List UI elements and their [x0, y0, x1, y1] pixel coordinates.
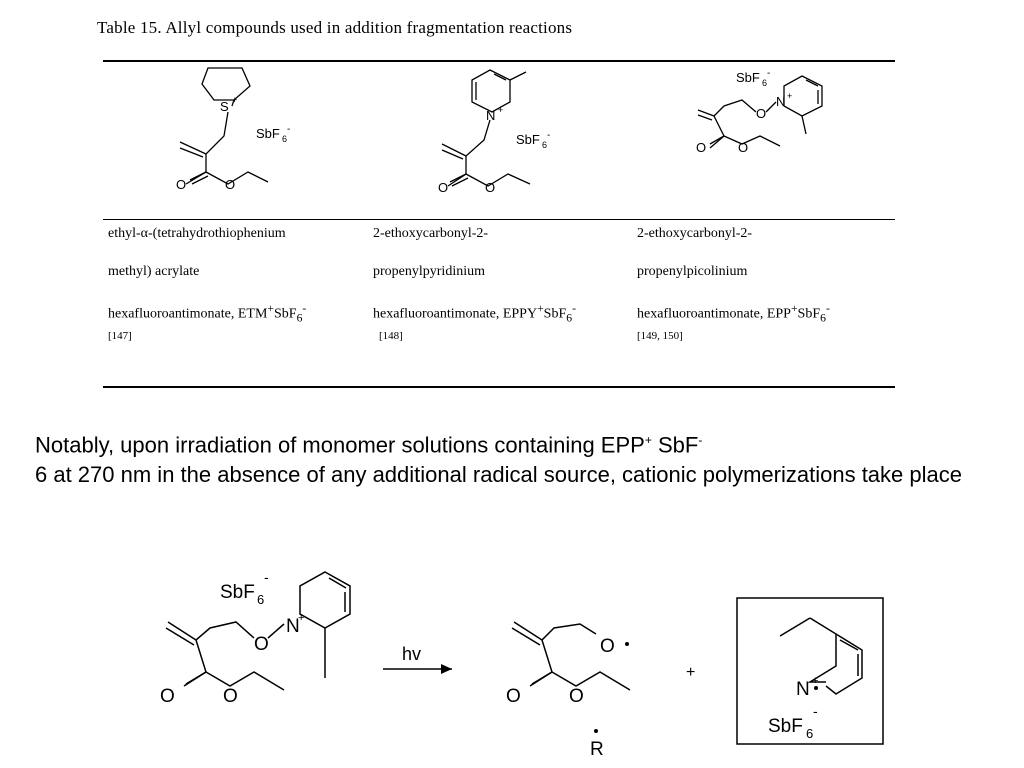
svg-text:6: 6 [282, 134, 287, 144]
svg-text:O: O [738, 140, 748, 155]
reference-label: [147] [108, 330, 132, 342]
table-bottom-rule [103, 386, 895, 388]
svg-text:O: O [223, 686, 238, 707]
table-mid-rule [103, 219, 895, 220]
compound-name-line: hexafluoroantimonate, EPP+SbF6- [637, 302, 830, 325]
svg-text:O: O [485, 180, 495, 195]
reactant-structure [165, 571, 351, 691]
epp-structure: N + O O O SbF 6 - [696, 68, 823, 155]
reaction-scheme: N + O O O SbF 6 - hv O O O R + N + SbF 6… [160, 569, 884, 760]
hv-label: hv [402, 644, 421, 664]
svg-text:N: N [286, 616, 300, 637]
plus-sign: + [686, 664, 695, 681]
n-plus-label: N [776, 94, 785, 109]
compound-column-etm: ethyl-α-(tetrahydrothiophenium methyl) a… [108, 226, 378, 342]
radical-product-structure [511, 621, 631, 691]
svg-text:O: O [696, 140, 706, 155]
svg-text:O: O [756, 106, 766, 121]
svg-text:+: + [232, 95, 237, 105]
reference-label: [148] [379, 330, 403, 342]
eppy-structure: N + O O SbF 6 - [438, 69, 550, 195]
compound-name-line: 2-ethoxycarbonyl-2- [637, 226, 753, 241]
svg-text:+: + [787, 91, 792, 101]
svg-text:-: - [813, 703, 818, 719]
svg-text:O: O [569, 686, 584, 707]
compound-name-line: propenylpicolinium [637, 264, 748, 279]
compound-name-line: 2-ethoxycarbonyl-2- [373, 226, 489, 241]
svg-text:6: 6 [762, 78, 767, 88]
svg-text:+: + [498, 105, 503, 115]
svg-text:O: O [160, 686, 175, 707]
svg-text:O: O [506, 686, 521, 707]
picolinium-structure [779, 617, 863, 695]
svg-text:N: N [796, 679, 810, 700]
compound-name-line: methyl) acrylate [108, 264, 200, 279]
svg-text:+: + [812, 675, 818, 687]
body-note: Notably, upon irradiation of monomer sol… [35, 432, 962, 488]
s-plus-label: S [220, 99, 229, 114]
sbf6-label: SbF [256, 126, 280, 141]
svg-text:6: 6 [542, 140, 547, 150]
n-plus-label: N [486, 108, 495, 123]
sbf6-label: SbF [516, 132, 540, 147]
svg-text:-: - [287, 124, 290, 135]
sbf6-label: SbF [768, 716, 803, 737]
compound-name-line: ethyl-α-(tetrahydrothiophenium [108, 226, 286, 241]
svg-text:6: 6 [257, 592, 264, 607]
svg-text:-: - [264, 569, 269, 585]
compound-name-line: hexafluoroantimonate, ETM+SbF6- [108, 302, 307, 325]
picolinium-box [736, 597, 884, 745]
sbf6-label: SbF [736, 70, 760, 85]
svg-text:-: - [767, 68, 770, 79]
svg-text:+: + [298, 612, 304, 624]
reference-label: [149, 150] [637, 330, 683, 342]
compound-name-line: hexafluoroantimonate, EPPY+SbF6- [373, 302, 576, 325]
table-caption: Table 15. Allyl compounds used in additi… [97, 18, 573, 37]
compound-column-epp: 2-ethoxycarbonyl-2- propenylpicolinium h… [637, 226, 907, 342]
svg-text:O: O [600, 636, 615, 657]
svg-text:-: - [547, 130, 550, 141]
table-top-rule [103, 60, 895, 62]
svg-text:O: O [176, 177, 186, 192]
svg-text:O: O [254, 634, 269, 655]
compound-name-line: propenylpyridinium [373, 264, 485, 279]
r-radical-label: R [590, 739, 604, 760]
svg-text:O: O [438, 180, 448, 195]
svg-text:6: 6 [806, 726, 813, 741]
etm-structure: S + O O SbF 6 - [176, 67, 290, 192]
sbf6-label: SbF [220, 582, 255, 603]
compound-column-eppy: 2-ethoxycarbonyl-2- propenylpyridinium h… [373, 226, 643, 342]
svg-text:O: O [225, 177, 235, 192]
